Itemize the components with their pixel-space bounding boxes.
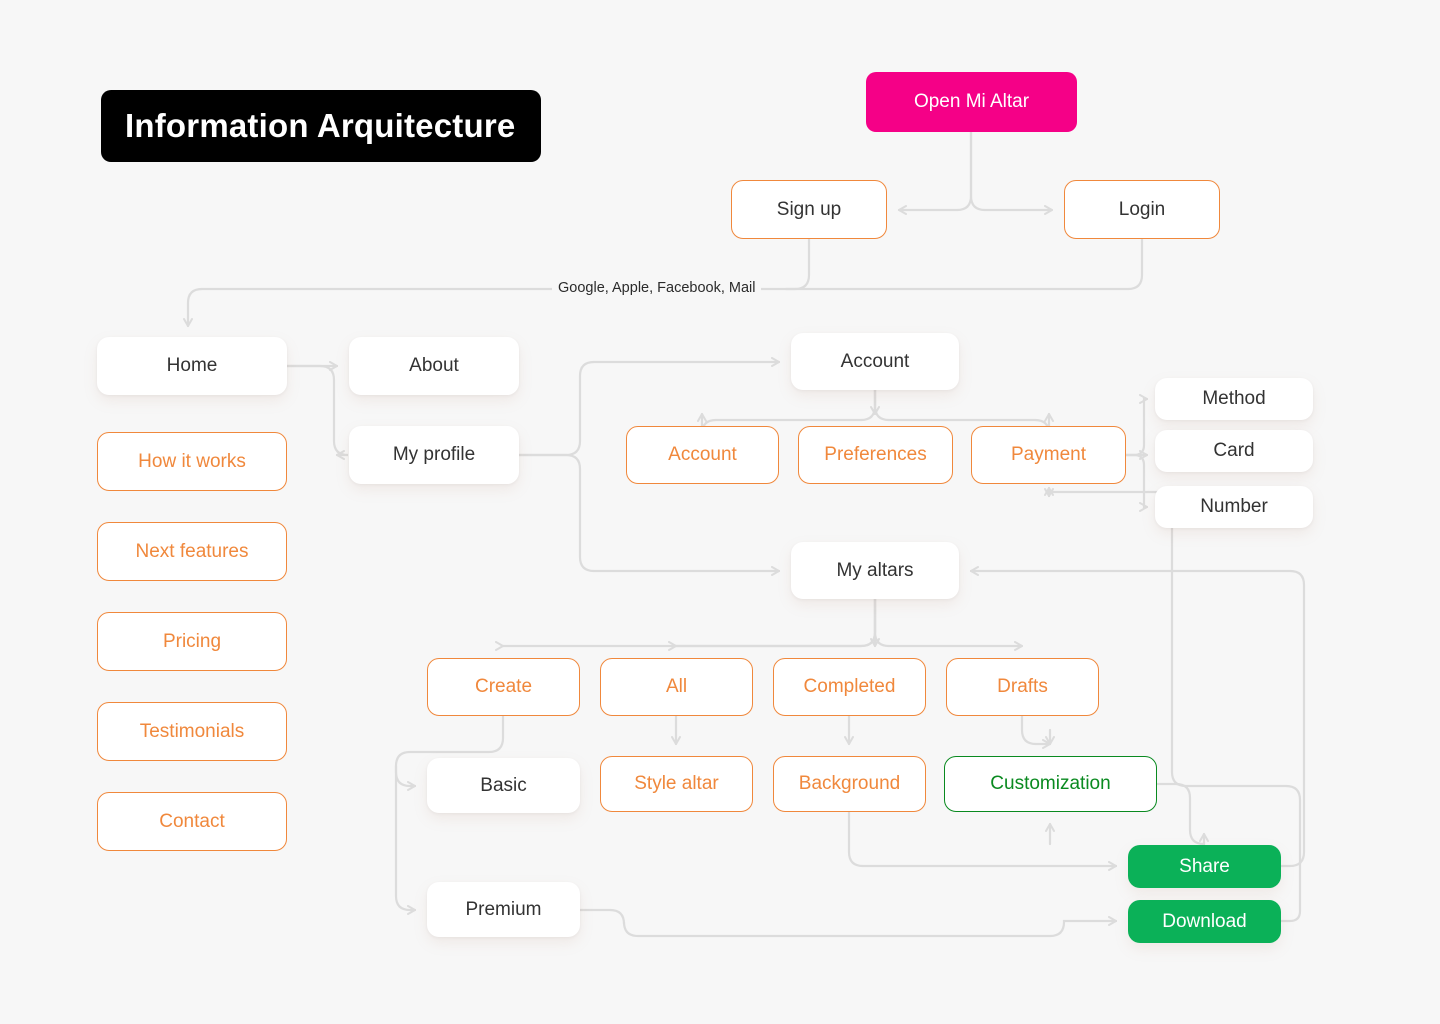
node-style-altar[interactable]: Style altar bbox=[600, 756, 753, 812]
node-method[interactable]: Method bbox=[1155, 378, 1313, 420]
node-account-parent[interactable]: Account bbox=[791, 333, 959, 390]
node-about[interactable]: About bbox=[349, 337, 519, 395]
node-number[interactable]: Number bbox=[1155, 486, 1313, 528]
page-title: Information Arquitecture bbox=[101, 90, 541, 162]
node-pricing[interactable]: Pricing bbox=[97, 612, 287, 671]
node-customization[interactable]: Customization bbox=[944, 756, 1157, 812]
node-download[interactable]: Download bbox=[1128, 900, 1281, 943]
node-premium[interactable]: Premium bbox=[427, 882, 580, 937]
node-drafts[interactable]: Drafts bbox=[946, 658, 1099, 716]
node-account-child[interactable]: Account bbox=[626, 426, 779, 484]
node-payment[interactable]: Payment bbox=[971, 426, 1126, 484]
node-preferences[interactable]: Preferences bbox=[798, 426, 953, 484]
node-home[interactable]: Home bbox=[97, 337, 287, 395]
node-login[interactable]: Login bbox=[1064, 180, 1220, 239]
node-background[interactable]: Background bbox=[773, 756, 926, 812]
node-create[interactable]: Create bbox=[427, 658, 580, 716]
node-my-altars[interactable]: My altars bbox=[791, 542, 959, 599]
node-basic[interactable]: Basic bbox=[427, 758, 580, 813]
node-next-features[interactable]: Next features bbox=[97, 522, 287, 581]
edge-label-auth-providers: Google, Apple, Facebook, Mail bbox=[552, 280, 762, 296]
node-how-it-works[interactable]: How it works bbox=[97, 432, 287, 491]
node-my-profile[interactable]: My profile bbox=[349, 426, 519, 484]
node-sign-up[interactable]: Sign up bbox=[731, 180, 887, 239]
node-completed[interactable]: Completed bbox=[773, 658, 926, 716]
node-open-mi-altar[interactable]: Open Mi Altar bbox=[866, 72, 1077, 132]
node-all[interactable]: All bbox=[600, 658, 753, 716]
node-testimonials[interactable]: Testimonials bbox=[97, 702, 287, 761]
node-contact[interactable]: Contact bbox=[97, 792, 287, 851]
node-share[interactable]: Share bbox=[1128, 845, 1281, 888]
node-card[interactable]: Card bbox=[1155, 430, 1313, 472]
